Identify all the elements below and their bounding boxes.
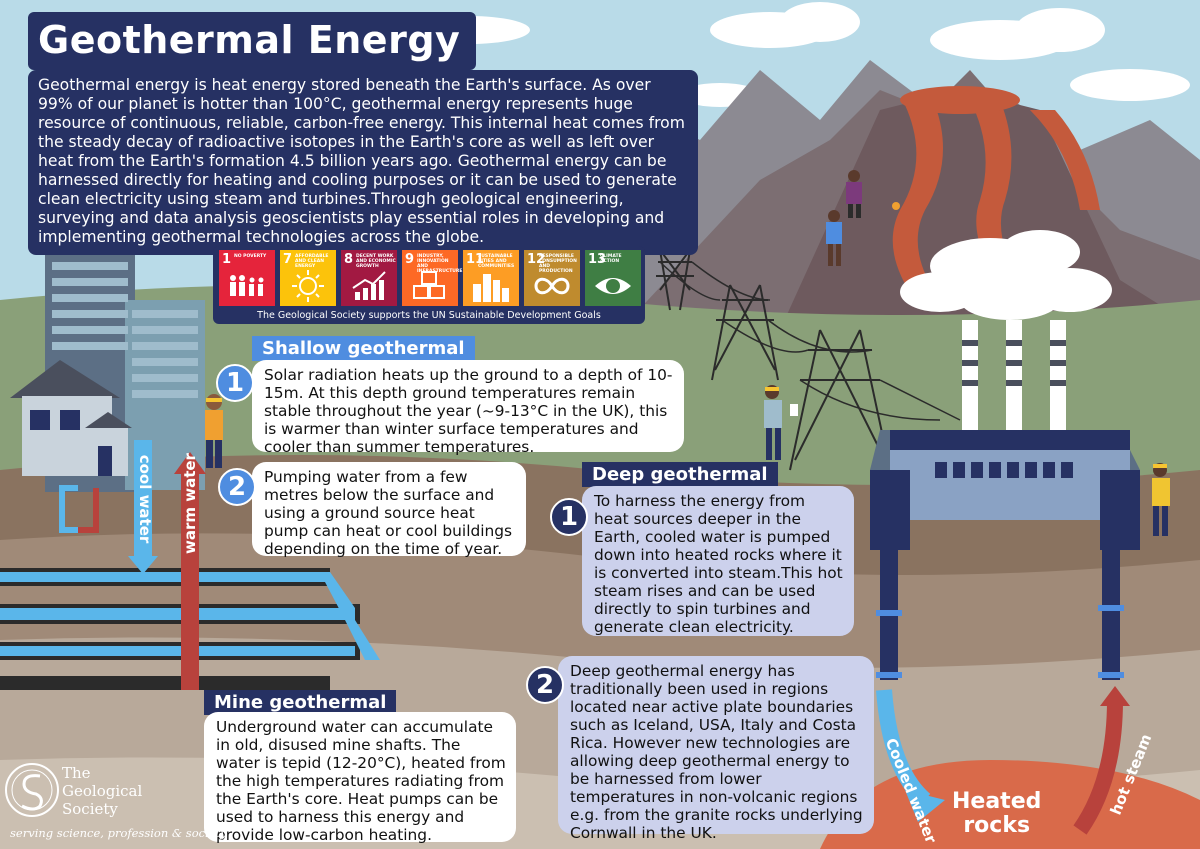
deep-heading: Deep geothermal [582, 462, 778, 487]
warm-water-arrow [174, 452, 206, 690]
city-icon [473, 274, 509, 302]
hiker-figures [826, 170, 900, 266]
hot-steam-arrow [1073, 699, 1123, 835]
cubes-icon [413, 271, 445, 299]
sdg-tile-7: 7 AFFORDABLE AND CLEAN ENERGY [280, 250, 336, 306]
intro-text: Geothermal energy is heat energy stored … [28, 70, 698, 255]
surveyor-figure [764, 385, 798, 460]
cooled-water-arrow [876, 689, 931, 807]
sdg-tile-1: 1 NO POVERTY [219, 250, 275, 306]
power-plant [870, 230, 1140, 680]
worker-figure [205, 394, 223, 468]
steam-cloud [900, 230, 1112, 320]
sdg-caption: The Geological Society supports the UN S… [257, 310, 601, 321]
family-icon [230, 275, 264, 296]
sun-icon [292, 270, 324, 302]
sdg-tile-11: 11 SUSTAINABLE CITIES AND COMMUNITIES [463, 250, 519, 306]
infinity-icon [534, 277, 570, 295]
sdg-panel: 1 NO POVERTY 7 AFFORDABLE AND CLEAN ENER… [213, 246, 645, 324]
eye-earth-icon [595, 278, 631, 294]
deep-step1-badge: 1 [550, 498, 588, 536]
society-tagline: serving science, profession & society [10, 826, 227, 840]
sdg-tile-8: 8 DECENT WORK AND ECONOMIC GROWTH [341, 250, 397, 306]
shallow-step2-card: Pumping water from a few metres below th… [252, 462, 526, 558]
geological-society-logo [5, 763, 59, 817]
engineer-figure [1152, 463, 1170, 536]
lava-flow [892, 100, 1100, 300]
sdg-tile-13: 13 CLIMATE ACTION [585, 250, 641, 306]
deep-step1-card: To harness the energy from heat sources … [582, 486, 854, 636]
mine-heading: Mine geothermal [204, 690, 397, 715]
deep-step2-card: Deep geothermal energy has traditionally… [558, 656, 874, 842]
growth-chart-icon [352, 271, 386, 300]
shallow-step2-badge: 2 [218, 468, 256, 506]
page-title: Geothermal Energy [28, 12, 477, 70]
heat-pump-loop [59, 485, 78, 533]
mine-shafts [0, 568, 380, 690]
mine-card: Underground water can accumulate in old,… [204, 712, 516, 844]
shallow-step1-card: Solar radiation heats up the ground to a… [252, 360, 684, 456]
shallow-step1-badge: 1 [216, 364, 254, 402]
shallow-heading: Shallow geothermal [252, 336, 475, 361]
society-name: The Geological Society [62, 764, 143, 818]
power-pylons [656, 249, 961, 471]
sdg-tile-12: 12 RESPONSIBLE CONSUMPTION AND PRODUCTIO… [524, 250, 580, 306]
cool-water-arrow [128, 440, 158, 574]
sdg-tile-9: 9 INDUSTRY, INNOVATION AND INFRASTRUCTUR… [402, 250, 462, 306]
deep-step2-badge: 2 [526, 666, 564, 704]
heated-rocks-label: Heated rocks [952, 789, 1042, 838]
warm-water-label: warm water [181, 453, 199, 554]
house-icon [10, 360, 132, 476]
cool-water-label: cool water [136, 454, 154, 544]
